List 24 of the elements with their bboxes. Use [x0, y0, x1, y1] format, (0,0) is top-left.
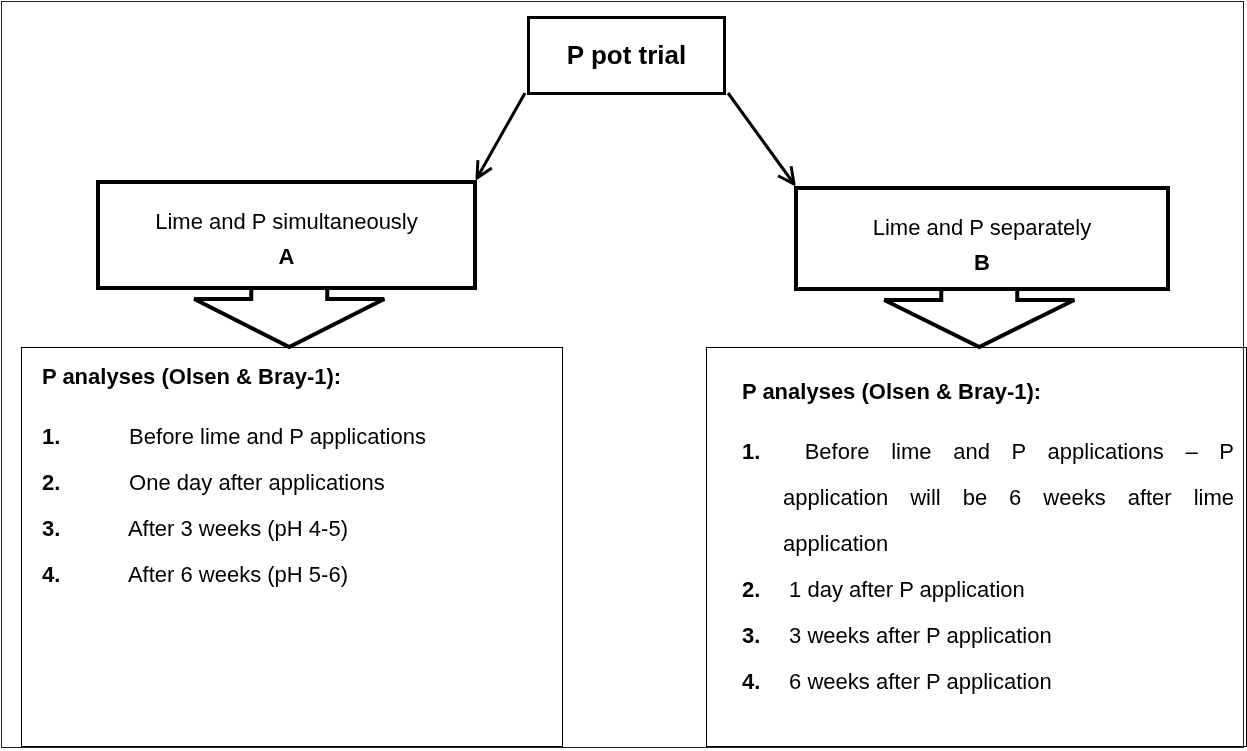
section-heading: P analyses (Olsen & Bray-1):	[42, 364, 343, 390]
treatment-label: Lime and P separately	[871, 214, 1093, 242]
block-arrow	[882, 289, 1077, 350]
list-item: 1. Before lime and P applications – P application will be 6 weeks after lime application	[742, 438, 1234, 558]
arrow	[475, 92, 527, 180]
list-item: 2. 1 day after P application	[742, 576, 1026, 604]
arrow	[726, 92, 796, 186]
list-item: 4. After 6 weeks (pH 5-6)	[42, 561, 349, 589]
block-arrow	[192, 288, 387, 350]
list-item: 4. 6 weeks after P application	[742, 668, 1053, 696]
group-letter: B	[973, 249, 991, 277]
treatment-box	[96, 180, 477, 290]
section-heading: P analyses (Olsen & Bray-1):	[742, 379, 1043, 405]
title-box	[527, 16, 726, 95]
analysis-box	[21, 347, 563, 747]
title-text: P pot trial	[566, 40, 687, 71]
list-item: 3. After 3 weeks (pH 4-5)	[42, 515, 349, 543]
treatment-box	[794, 186, 1170, 291]
analysis-box	[706, 347, 1247, 747]
group-letter: A	[277, 243, 296, 271]
list-item: 3. 3 weeks after P application	[742, 622, 1053, 650]
list-item: 1. Before lime and P applications	[42, 423, 427, 451]
treatment-label: Lime and P simultaneously	[154, 208, 419, 236]
list-item: 2. One day after applications	[42, 469, 386, 497]
